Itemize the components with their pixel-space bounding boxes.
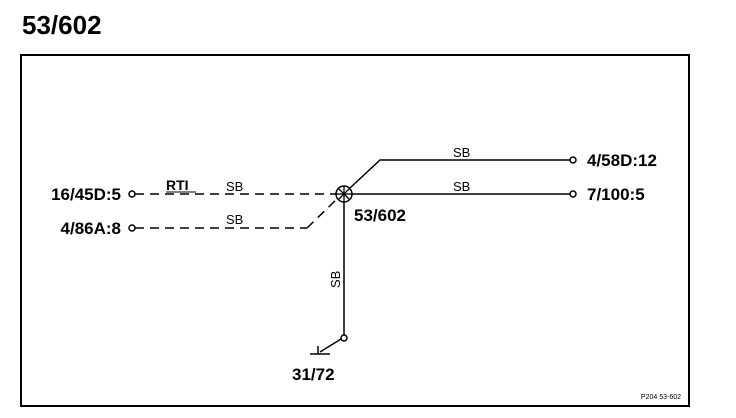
page-title: 53/602 <box>22 10 102 40</box>
wire-code-rti: RTI <box>166 177 189 193</box>
wire-code-right-top: SB <box>453 145 470 160</box>
wire-code-vertical: SB <box>328 271 343 288</box>
terminal-label-ground: 31/72 <box>292 365 335 384</box>
terminal-label-right-top: 4/58D:12 <box>587 151 657 170</box>
wire-code-right-middle: SB <box>453 179 470 194</box>
terminal-label-right-middle: 7/100:5 <box>587 185 645 204</box>
ground-switch-arm <box>319 338 342 353</box>
diagram-frame <box>20 54 690 407</box>
terminal-dot-ground <box>340 334 348 342</box>
wire-left-bottom-diagonal <box>306 197 339 229</box>
terminal-dot-left-top <box>128 190 136 198</box>
terminal-label-left-top: 16/45D:5 <box>51 185 121 204</box>
wire-code-left-top: SB <box>226 179 243 194</box>
splice-junction-icon <box>335 185 353 203</box>
junction-label: 53/602 <box>354 206 406 225</box>
terminal-dot-left-bottom <box>128 224 136 232</box>
terminal-dot-right-middle <box>569 190 577 198</box>
terminal-dot-right-top <box>569 156 577 164</box>
wire-right-top <box>349 159 570 189</box>
terminal-label-left-bottom: 4/86A:8 <box>61 219 121 238</box>
wire-code-left-bottom: SB <box>226 212 243 227</box>
footer-code: P204 53-602 <box>641 394 681 401</box>
